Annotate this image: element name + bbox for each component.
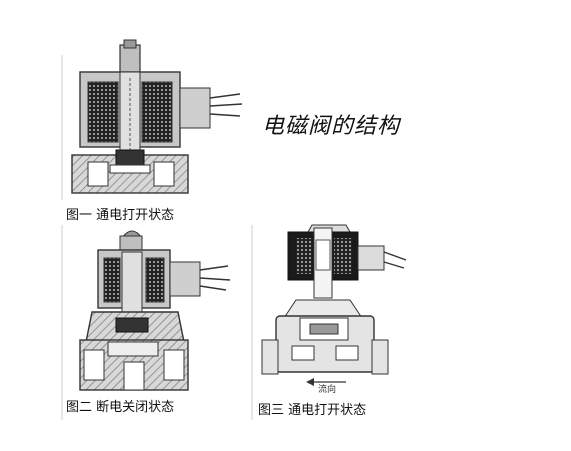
flow-label: 流向 bbox=[318, 383, 336, 395]
figure-3-caption: 图三 通电打开状态 bbox=[258, 403, 366, 418]
figure-2-caption: 图二 断电关闭状态 bbox=[66, 400, 174, 415]
frame-lines bbox=[61, 55, 253, 420]
valve-figure-3 bbox=[261, 224, 407, 386]
diagram-title: 电磁阀的结构 bbox=[262, 114, 401, 139]
figure-1-caption: 图一 通电打开状态 bbox=[66, 208, 174, 223]
flow-arrow-icon bbox=[306, 378, 314, 386]
valve-figure-1 bbox=[71, 39, 243, 194]
valve-figure-2 bbox=[79, 230, 231, 391]
